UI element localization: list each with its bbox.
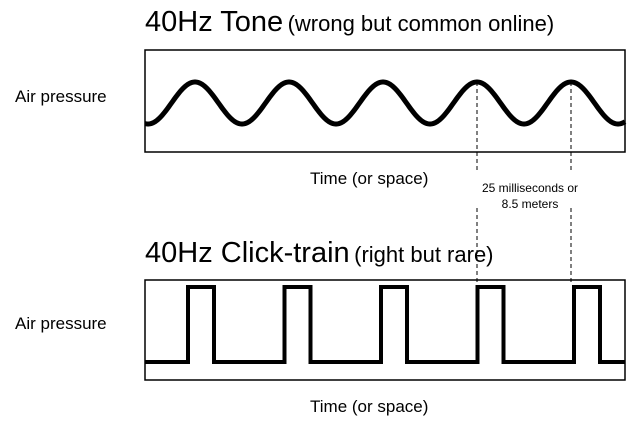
tone-title-group: 40Hz Tone (wrong but common online) [145,6,554,39]
tone-sine-wave [143,79,627,127]
tone-subtitle: (wrong but common online) [287,11,555,36]
click-title: 40Hz Click-train [145,237,350,269]
click-x-axis-label: Time (or space) [310,397,429,416]
click-panel-frame [144,279,626,381]
tone-panel-frame [144,49,626,153]
period-annotation: 25 milliseconds or 8.5 meters [470,180,590,212]
click-subtitle: (right but rare) [354,242,494,267]
tone-y-axis-label: Air pressure [15,87,107,106]
click-y-axis-label: Air pressure [15,314,107,333]
period-annotation-line1: 25 milliseconds or [481,181,579,195]
period-annotation-line2: 8.5 meters [501,197,559,211]
tone-title: 40Hz Tone [145,6,284,38]
click-title-group: 40Hz Click-train (right but rare) [145,237,494,270]
click-pulse-train [145,285,625,364]
tone-x-axis-label: Time (or space) [310,169,429,188]
